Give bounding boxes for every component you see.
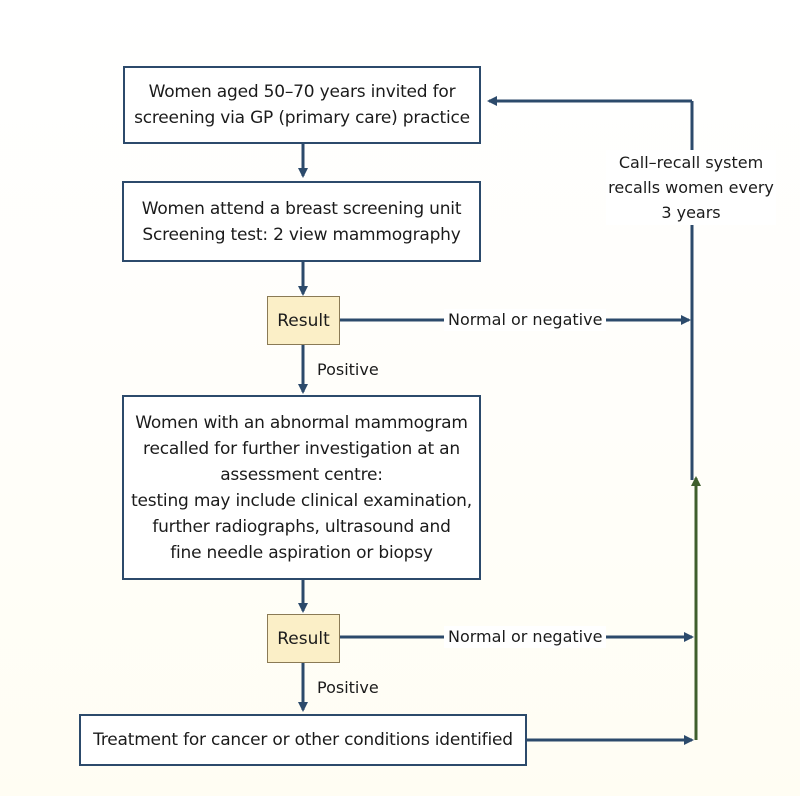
assessment-box: Women with an abnormal mammogram recalle… [122, 395, 481, 580]
normal-negative-label-2: Normal or negative [444, 626, 607, 648]
treatment-box: Treatment for cancer or other conditions… [79, 714, 527, 766]
invite-box: Women aged 50–70 years invited for scree… [123, 66, 481, 144]
result-box-1-label: Result [277, 310, 330, 331]
invite-box-text: Women aged 50–70 years invited for scree… [134, 82, 470, 128]
positive-label-2: Positive [317, 678, 379, 697]
result-box-1: Result [267, 296, 340, 345]
normal-negative-label-1: Normal or negative [444, 309, 607, 331]
attend-box-text: Women attend a breast screening unit Scr… [141, 198, 462, 245]
call-recall-note: Call–recall system recalls women every 3… [606, 150, 776, 225]
attend-box: Women attend a breast screening unit Scr… [122, 181, 481, 262]
result-box-2: Result [267, 614, 340, 663]
result-box-2-label: Result [277, 628, 330, 649]
positive-label-1: Positive [317, 360, 379, 379]
assessment-box-text: Women with an abnormal mammogram recalle… [131, 412, 472, 563]
treatment-box-text: Treatment for cancer or other conditions… [93, 730, 513, 750]
